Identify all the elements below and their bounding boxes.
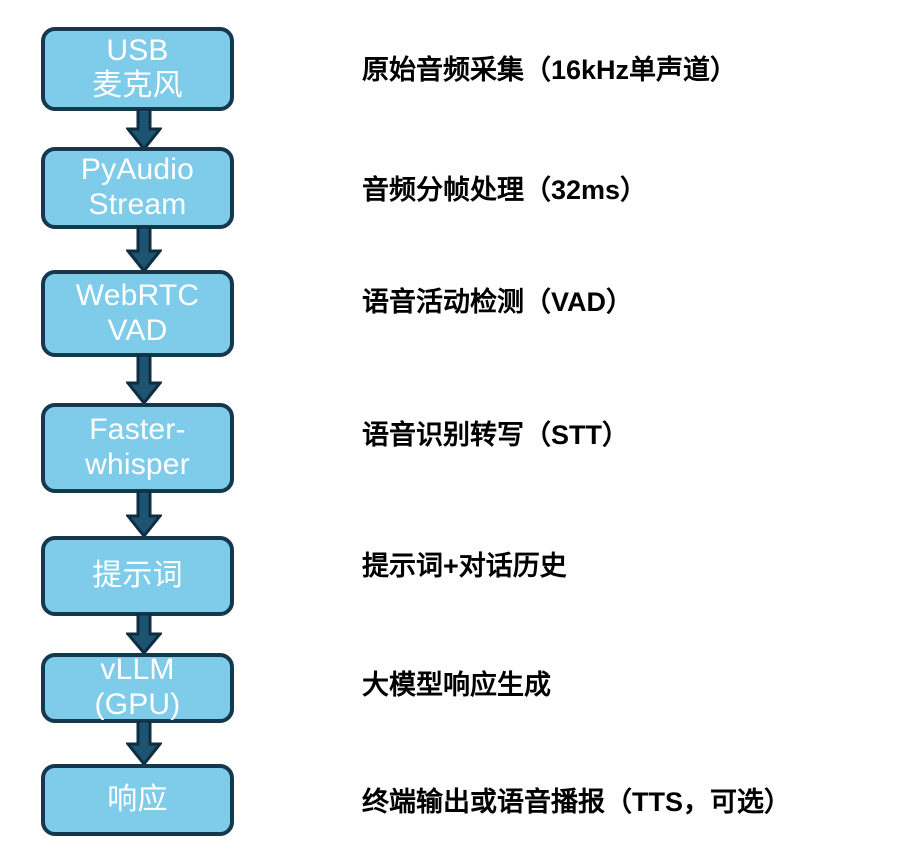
flow-description-prompt: 提示词+对话历史 [362, 551, 567, 581]
flow-node-webrtc-vad[interactable]: WebRTC VAD [41, 270, 234, 357]
flow-description-vllm-gpu: 大模型响应生成 [362, 670, 551, 700]
flow-node-label-line: whisper [85, 448, 190, 481]
flow-description-usb-mic: 原始音频采集（16kHz单声道） [362, 55, 738, 85]
flow-node-label-line: Stream [88, 188, 187, 221]
flow-node-label-line: (GPU) [94, 688, 181, 721]
flow-node-label-line: VAD [107, 313, 168, 347]
down-arrow-icon [126, 355, 162, 405]
flow-node-label-line: 麦克风 [92, 69, 183, 102]
flow-node-label-line: 提示词 [92, 558, 183, 592]
flow-node-usb-mic[interactable]: USB 麦克风 [41, 27, 234, 111]
down-arrow-icon [126, 721, 162, 766]
flow-node-label-line: vLLM [100, 653, 175, 687]
flow-node-label-line: Faster- [89, 413, 186, 447]
flow-node-prompt[interactable]: 提示词 [41, 536, 234, 616]
flow-description-webrtc-vad: 语音活动检测（VAD） [362, 287, 634, 317]
flow-node-vllm-gpu[interactable]: vLLM (GPU) [41, 653, 234, 723]
flow-description-response: 终端输出或语音播报（TTS，可选） [362, 787, 791, 817]
flow-node-faster-whisper[interactable]: Faster- whisper [41, 403, 234, 493]
flow-description-faster-whisper: 语音识别转写（STT） [362, 420, 629, 450]
down-arrow-icon [126, 614, 162, 655]
flow-description-pyaudio-stream: 音频分帧处理（32ms） [362, 175, 648, 205]
down-arrow-icon [126, 491, 162, 538]
flow-node-label-line: PyAudio [80, 153, 195, 187]
flow-node-label-line: 响应 [107, 782, 168, 816]
down-arrow-icon [126, 227, 162, 273]
flow-node-label-line: USB [106, 34, 169, 68]
down-arrow-icon [126, 109, 162, 151]
flow-node-label-line: WebRTC [75, 278, 200, 312]
flow-node-pyaudio-stream[interactable]: PyAudio Stream [41, 147, 234, 229]
flow-node-response[interactable]: 响应 [41, 764, 234, 836]
